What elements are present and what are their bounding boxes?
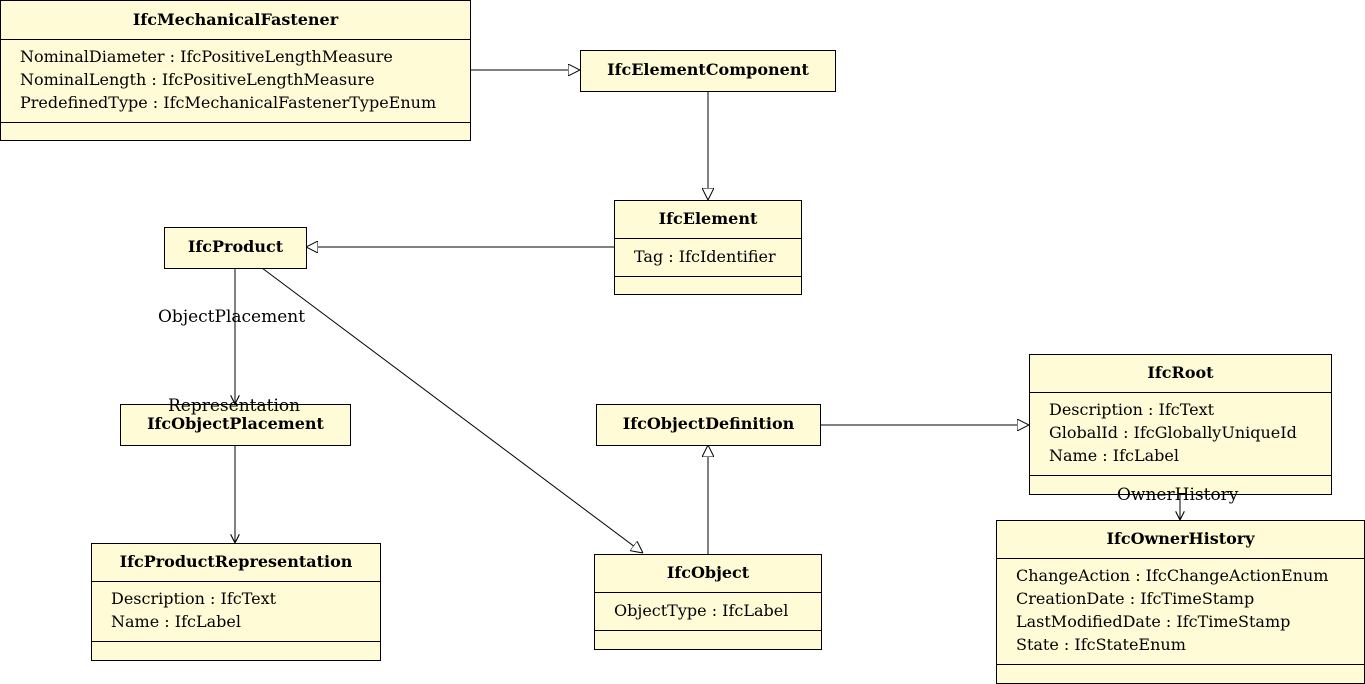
class-ifcelement: IfcElement Tag : IfcIdentifier bbox=[614, 200, 802, 295]
attribute: PredefinedType : IfcMechanicalFastenerTy… bbox=[20, 93, 437, 112]
class-title: IfcProductRepresentation bbox=[92, 544, 380, 582]
class-title: IfcProduct bbox=[187, 237, 284, 256]
class-ifcelementcomponent: IfcElementComponent bbox=[580, 50, 836, 92]
class-attributes: Description : IfcText Name : IfcLabel bbox=[92, 582, 380, 642]
attribute: Name : IfcLabel bbox=[1049, 446, 1179, 465]
class-attributes: ChangeAction : IfcChangeActionEnum Creat… bbox=[997, 559, 1364, 665]
attribute: GlobalId : IfcGloballyUniqueId bbox=[1049, 423, 1297, 442]
class-ifcproduct: IfcProduct bbox=[164, 227, 307, 269]
attribute: Description : IfcText bbox=[111, 589, 277, 608]
attribute: LastModifiedDate : IfcTimeStamp bbox=[1016, 612, 1291, 631]
attribute: State : IfcStateEnum bbox=[1016, 635, 1186, 654]
attribute: Name : IfcLabel bbox=[111, 612, 241, 631]
attribute: ObjectType : IfcLabel bbox=[614, 601, 789, 620]
class-title: IfcObjectPlacement bbox=[147, 414, 324, 433]
attribute: CreationDate : IfcTimeStamp bbox=[1016, 589, 1255, 608]
attribute: ChangeAction : IfcChangeActionEnum bbox=[1016, 566, 1329, 585]
class-attributes: NominalDiameter : IfcPositiveLengthMeasu… bbox=[1, 40, 470, 123]
class-ifcmechanicalfastener: IfcMechanicalFastener NominalDiameter : … bbox=[0, 0, 471, 141]
relation-label-ownerhistory: OwnerHistory bbox=[1117, 485, 1239, 505]
class-attributes: Description : IfcText GlobalId : IfcGlob… bbox=[1030, 393, 1331, 476]
class-title: IfcMechanicalFastener bbox=[1, 1, 470, 40]
edge-product-to-object bbox=[261, 267, 643, 553]
class-ifcproductrepresentation: IfcProductRepresentation Description : I… bbox=[91, 543, 381, 661]
class-title: IfcElement bbox=[615, 201, 801, 239]
class-title: IfcRoot bbox=[1030, 355, 1331, 393]
class-title: IfcObject bbox=[595, 555, 821, 593]
class-title: IfcObjectDefinition bbox=[622, 414, 795, 433]
class-ifcroot: IfcRoot Description : IfcText GlobalId :… bbox=[1029, 354, 1332, 495]
class-ifcobjectplacement: IfcObjectPlacement bbox=[120, 404, 351, 446]
class-ifcobjectdefinition: IfcObjectDefinition bbox=[596, 404, 821, 446]
class-title: IfcOwnerHistory bbox=[997, 521, 1364, 559]
class-attributes: Tag : IfcIdentifier bbox=[615, 239, 801, 277]
relation-label-objectplacement: ObjectPlacement bbox=[158, 307, 306, 327]
class-title: IfcElementComponent bbox=[607, 60, 809, 79]
relation-label-representation: Representation bbox=[168, 396, 301, 416]
class-ifcobject: IfcObject ObjectType : IfcLabel bbox=[594, 554, 822, 650]
class-attributes: ObjectType : IfcLabel bbox=[595, 593, 821, 631]
attribute: Tag : IfcIdentifier bbox=[634, 247, 776, 266]
attribute: NominalDiameter : IfcPositiveLengthMeasu… bbox=[20, 47, 393, 66]
class-ifcownerhistory: IfcOwnerHistory ChangeAction : IfcChange… bbox=[996, 520, 1365, 684]
attribute: NominalLength : IfcPositiveLengthMeasure bbox=[20, 70, 375, 89]
attribute: Description : IfcText bbox=[1049, 400, 1215, 419]
